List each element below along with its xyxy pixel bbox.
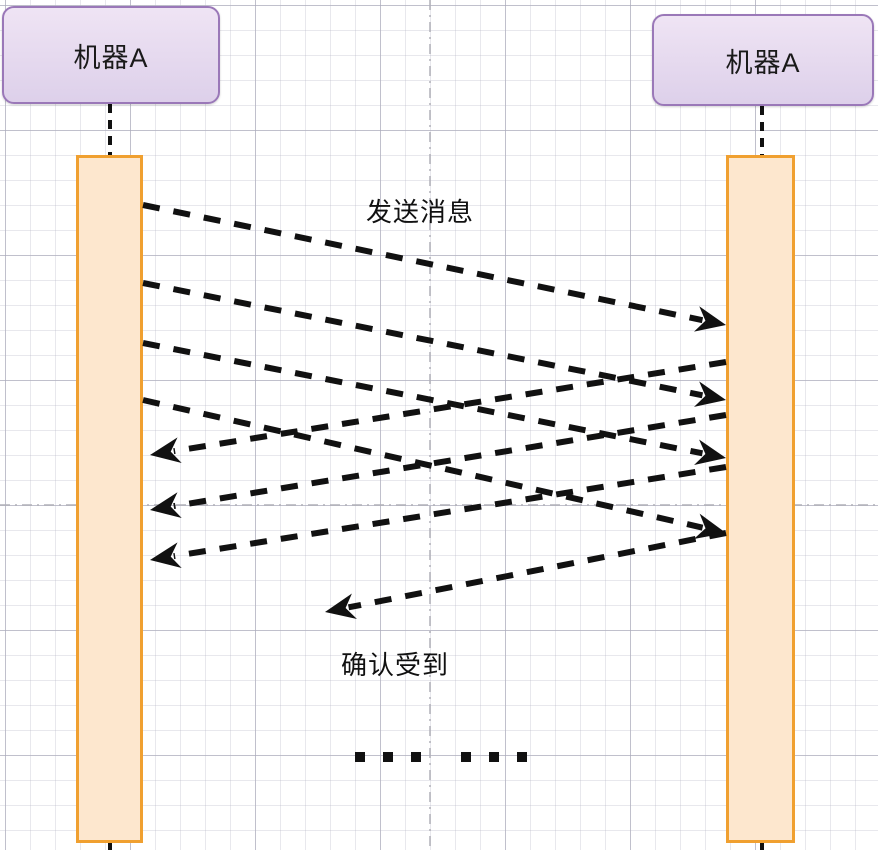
message-arrow[interactable] (142, 340, 726, 465)
ack-message-label: 确认受到 (341, 650, 450, 680)
activation-bar-right (726, 155, 795, 843)
ellipsis-gap (439, 757, 461, 758)
activation-bar-left (76, 155, 143, 843)
message-arrow[interactable] (142, 397, 726, 539)
message-arrow[interactable] (325, 530, 727, 619)
ellipsis-dot (461, 752, 471, 762)
send-message-label: 发送消息 (366, 197, 475, 227)
arrow-head (694, 306, 726, 332)
message-arrow[interactable] (150, 464, 727, 569)
actor-box-right[interactable]: 机器A (652, 14, 874, 106)
message-line (173, 359, 727, 455)
message-line (142, 340, 704, 457)
continuation-ellipsis (355, 752, 545, 762)
actor-box-left[interactable]: 机器A (2, 6, 220, 104)
message-arrow[interactable] (142, 280, 726, 407)
message-line (142, 280, 704, 399)
message-arrow[interactable] (150, 359, 727, 464)
ellipsis-dot (517, 752, 527, 762)
arrow-head (150, 542, 182, 569)
actor-label-left: 机器A (73, 42, 149, 73)
ellipsis-dot (489, 752, 499, 762)
message-line (142, 397, 704, 531)
message-arrow[interactable] (150, 412, 727, 518)
message-line (347, 530, 727, 611)
arrow-head (325, 593, 357, 619)
arrow-head (150, 492, 182, 518)
arrow-head (694, 439, 726, 465)
message-line (142, 202, 704, 324)
arrow-head (150, 437, 182, 464)
message-arrow[interactable] (142, 202, 726, 332)
ellipsis-dot (355, 752, 365, 762)
actor-label-right: 机器A (725, 47, 801, 78)
ellipsis-dot (383, 752, 393, 762)
message-line (173, 464, 727, 560)
ellipsis-dot (411, 752, 421, 762)
message-line (173, 412, 727, 510)
arrow-head (694, 381, 726, 407)
